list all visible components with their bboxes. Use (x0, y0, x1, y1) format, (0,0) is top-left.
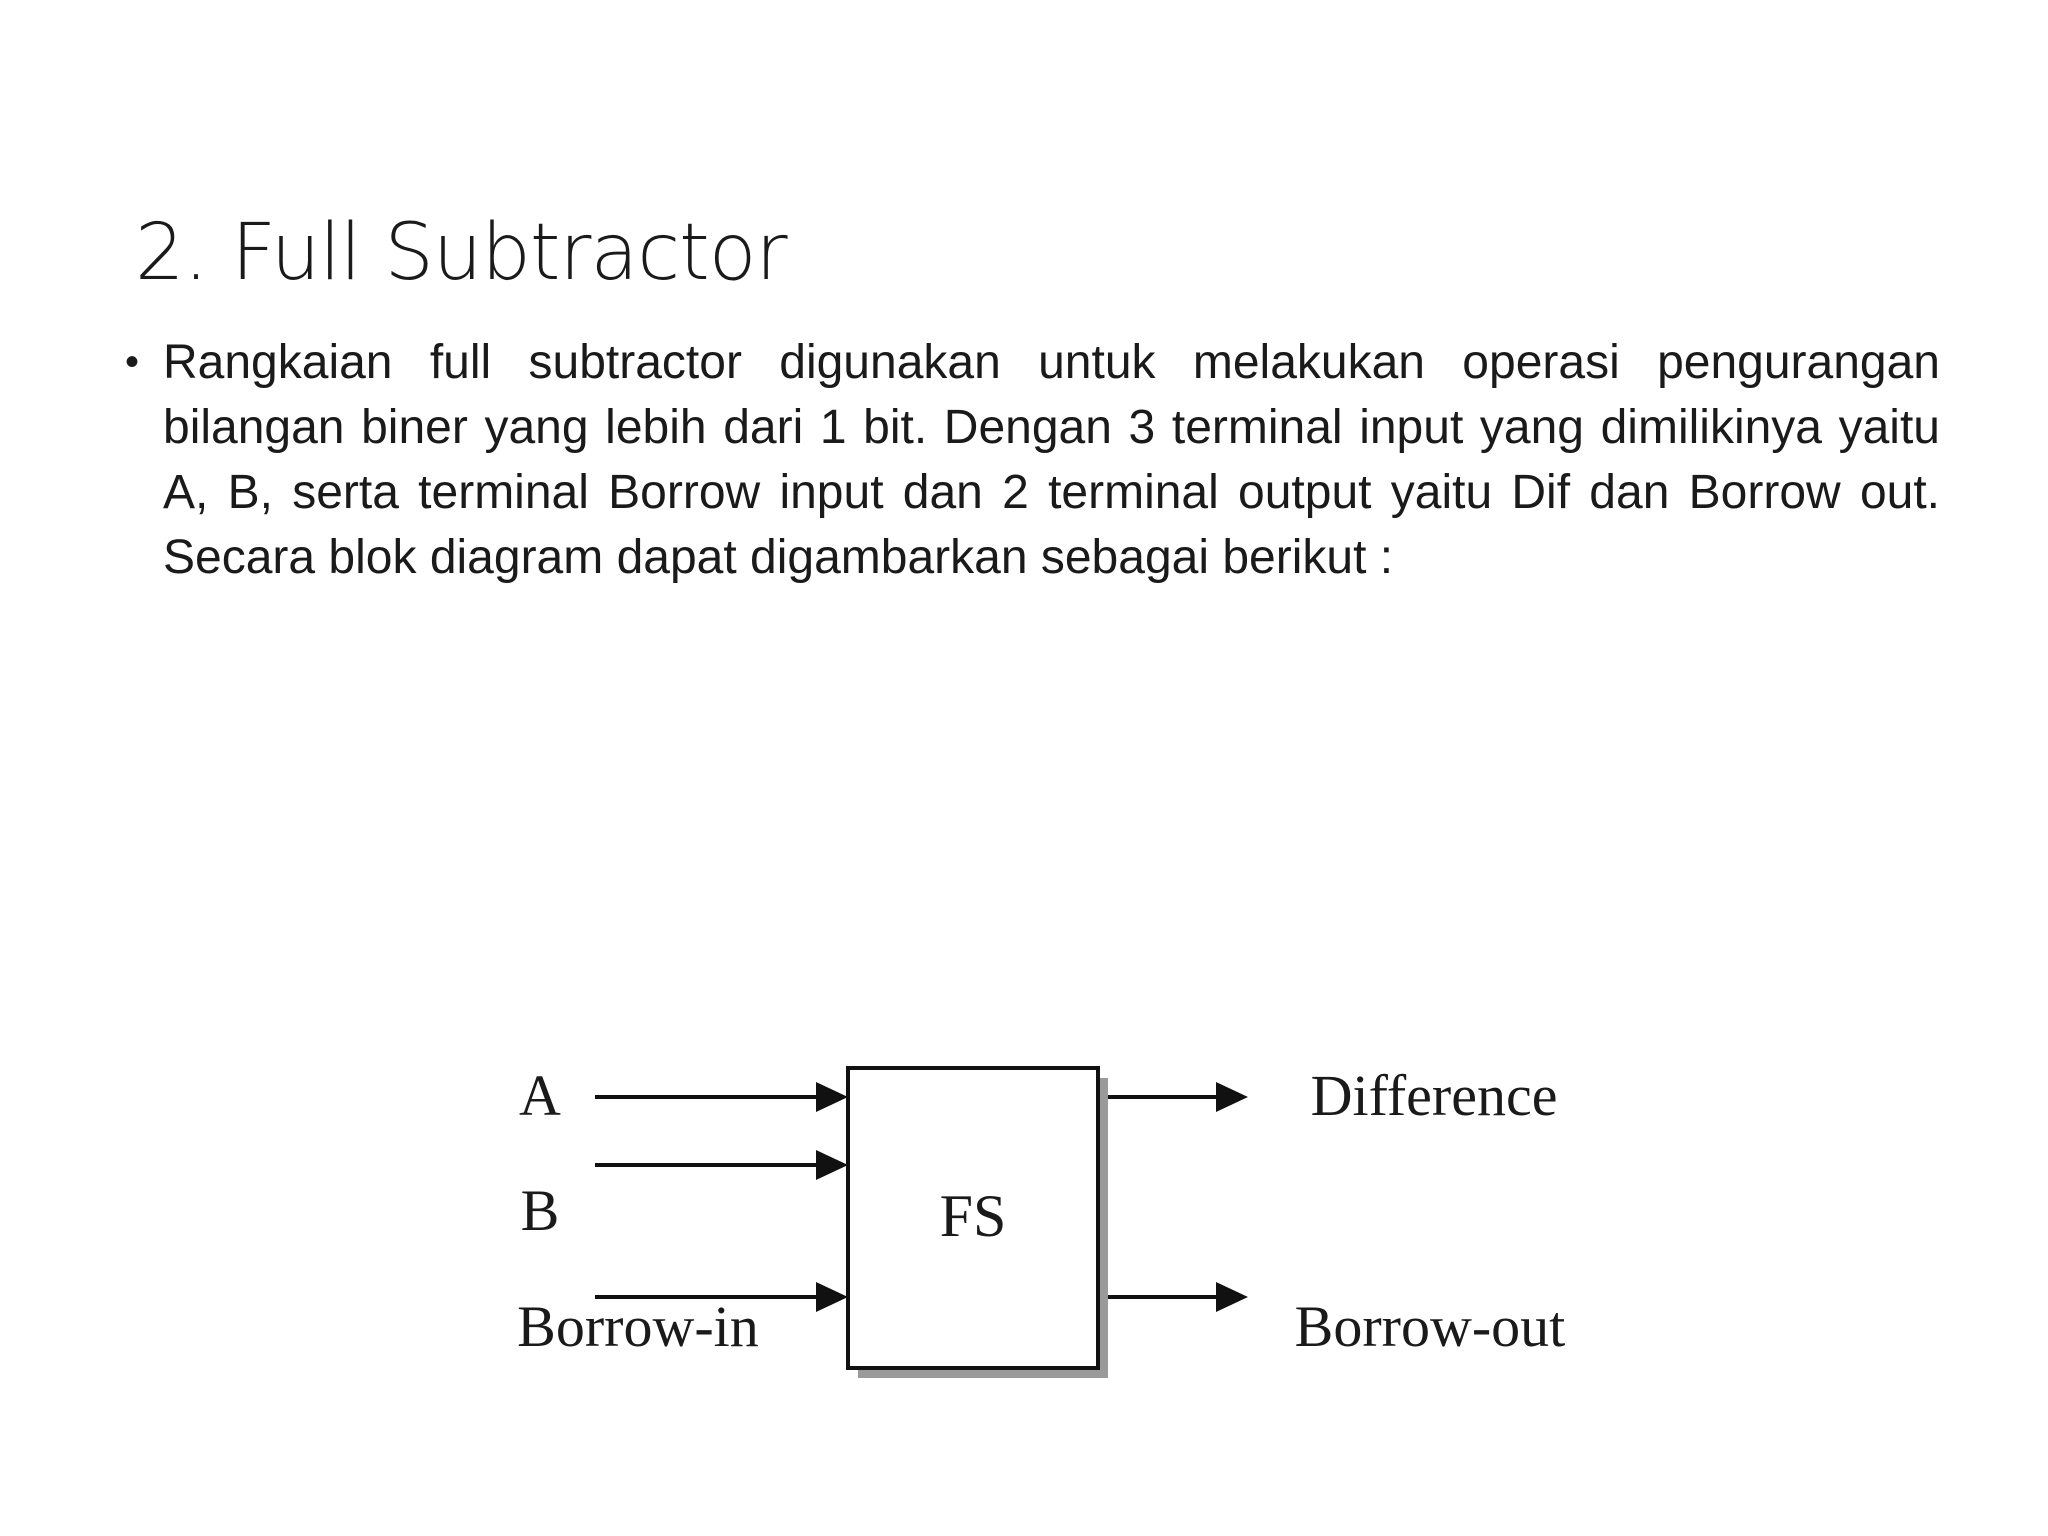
full-subtractor-block-diagram: FS A B Borrow-in Difference Borrow-out (480, 1040, 1630, 1420)
input-label-b: B (521, 1178, 560, 1243)
output-label-difference: Difference (1311, 1063, 1558, 1128)
input-label-a: A (519, 1063, 561, 1128)
input-arrowhead-a (816, 1082, 848, 1112)
bullet-paragraph: Rangkaian full subtractor digunakan untu… (163, 336, 1940, 584)
input-arrowhead-borrow-in (816, 1282, 848, 1312)
output-arrowhead-borrow-out (1216, 1282, 1248, 1312)
slide-title: 2. Full Subtractor (135, 208, 788, 298)
input-label-borrow-in: Borrow-in (517, 1294, 759, 1359)
fs-block (846, 1066, 1100, 1370)
input-arrowhead-b (816, 1150, 848, 1180)
output-label-borrow-out: Borrow-out (1295, 1294, 1566, 1359)
bullet-marker: • (125, 340, 140, 384)
bullet-item: • Rangkaian full subtractor digunakan un… (125, 330, 1940, 590)
output-arrowhead-difference (1216, 1082, 1248, 1112)
fs-block-label: FS (940, 1183, 1007, 1249)
